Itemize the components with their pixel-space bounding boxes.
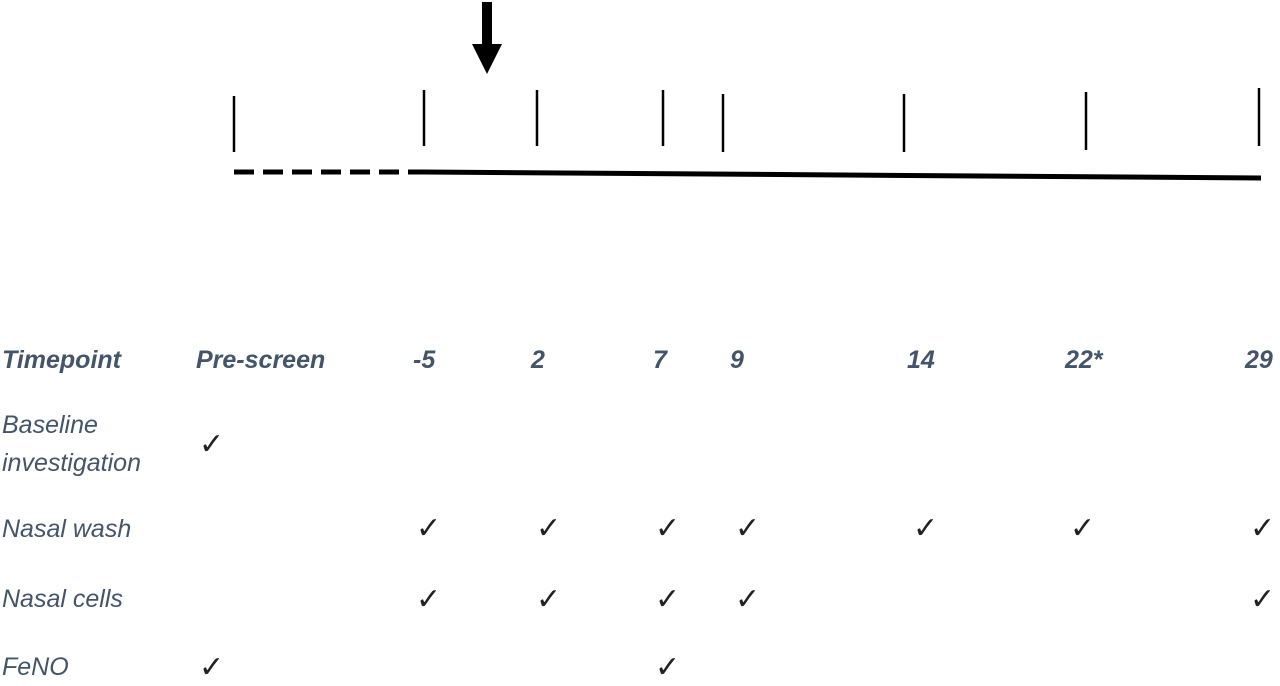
row-label-3-line-0: FeNO — [2, 653, 69, 681]
check-icon: ✓ — [199, 427, 225, 462]
header-timepoint-2: 2 — [531, 346, 545, 374]
timeline-ticks — [232, 88, 1261, 152]
check-icon: ✓ — [536, 582, 562, 617]
header-timepoint-label: Timepoint — [2, 346, 121, 374]
header-timepoint-5: 14 — [907, 346, 935, 374]
check-icon: ✓ — [735, 582, 761, 617]
check-icon: ✓ — [655, 511, 681, 546]
check-icon: ✓ — [1250, 582, 1276, 617]
check-icon: ✓ — [655, 650, 681, 685]
check-icon: ✓ — [416, 582, 442, 617]
check-icon: ✓ — [416, 511, 442, 546]
down-arrow-icon — [472, 2, 502, 74]
header-timepoint-0: Pre-screen — [196, 346, 326, 374]
header-timepoint-6: 22* — [1065, 346, 1103, 374]
row-label-0-line-0: Baseline — [2, 411, 98, 439]
check-icon: ✓ — [655, 582, 681, 617]
check-icon: ✓ — [735, 511, 761, 546]
check-icon: ✓ — [913, 511, 939, 546]
check-icon: ✓ — [1250, 511, 1276, 546]
header-timepoint-7: 29 — [1245, 346, 1273, 374]
row-label-0-line-1: investigation — [2, 449, 141, 477]
row-label-2-line-0: Nasal cells — [2, 585, 123, 613]
check-icon: ✓ — [1070, 511, 1096, 546]
check-icon: ✓ — [536, 511, 562, 546]
header-timepoint-1: -5 — [413, 346, 436, 374]
study-solid-line — [423, 169, 1262, 181]
study-timeline — [232, 2, 1262, 181]
check-icon: ✓ — [199, 650, 225, 685]
row-label-1-line-0: Nasal wash — [2, 515, 132, 543]
header-timepoint-4: 9 — [730, 346, 744, 374]
header-timepoint-3: 7 — [653, 346, 667, 374]
